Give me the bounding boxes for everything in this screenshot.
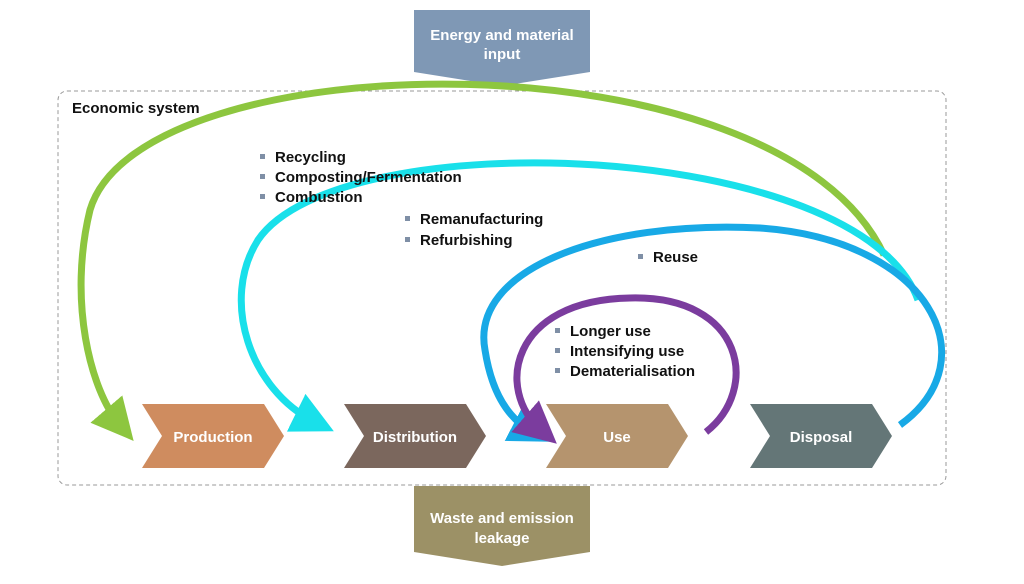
input-label-line-1: Energy and material bbox=[430, 27, 573, 44]
use-extension-loop-arrow bbox=[511, 294, 740, 444]
economic-system-boundary bbox=[57, 90, 947, 486]
label-dematerialisation: Dematerialisation bbox=[570, 363, 695, 380]
stage-distribution-label: Distribution bbox=[373, 429, 457, 446]
stage-disposal: Disposal bbox=[750, 404, 892, 468]
bullet-icon bbox=[555, 348, 560, 353]
bullet-icon bbox=[405, 216, 410, 221]
bullet-icon bbox=[555, 328, 560, 333]
input-label-line-2: input bbox=[484, 46, 521, 63]
bullet-icon bbox=[260, 154, 265, 159]
remanufacturing-loop-arrow bbox=[237, 159, 922, 432]
reuse-loop-labels: Reuse bbox=[638, 249, 698, 266]
stage-production-label: Production bbox=[173, 429, 252, 446]
economic-system-label: Economic system bbox=[72, 100, 200, 117]
stage-use-label: Use bbox=[603, 429, 631, 446]
output-arrow: Waste and emission leakage bbox=[414, 486, 590, 566]
label-refurbishing: Refurbishing bbox=[420, 232, 513, 249]
label-combustion: Combustion bbox=[275, 189, 363, 206]
bullet-icon bbox=[260, 194, 265, 199]
stage-disposal-label: Disposal bbox=[790, 429, 853, 446]
label-longer-use: Longer use bbox=[570, 323, 651, 340]
input-arrow: Energy and material input bbox=[414, 10, 590, 86]
reuse-loop-arrow bbox=[480, 223, 945, 442]
stage-production: Production bbox=[142, 404, 284, 468]
stage-distribution: Distribution bbox=[344, 404, 486, 468]
use-extension-loop-labels: Longer use Intensifying use Dematerialis… bbox=[555, 323, 695, 380]
bullet-icon bbox=[260, 174, 265, 179]
bullet-icon bbox=[638, 254, 643, 259]
stage-use: Use bbox=[546, 404, 688, 468]
remanufacturing-loop-labels: Remanufacturing Refurbishing bbox=[405, 211, 543, 249]
recycling-loop-labels: Recycling Composting/Fermentation Combus… bbox=[260, 149, 462, 206]
label-intensifying-use: Intensifying use bbox=[570, 343, 684, 360]
output-label-line-1: Waste and emission bbox=[430, 510, 574, 527]
label-remanufacturing: Remanufacturing bbox=[420, 211, 543, 228]
recycling-loop-arrow bbox=[77, 80, 888, 441]
output-label-line-2: leakage bbox=[474, 530, 529, 547]
label-composting: Composting/Fermentation bbox=[275, 169, 462, 186]
bullet-icon bbox=[555, 368, 560, 373]
label-reuse: Reuse bbox=[653, 249, 698, 266]
label-recycling: Recycling bbox=[275, 149, 346, 166]
bullet-icon bbox=[405, 237, 410, 242]
